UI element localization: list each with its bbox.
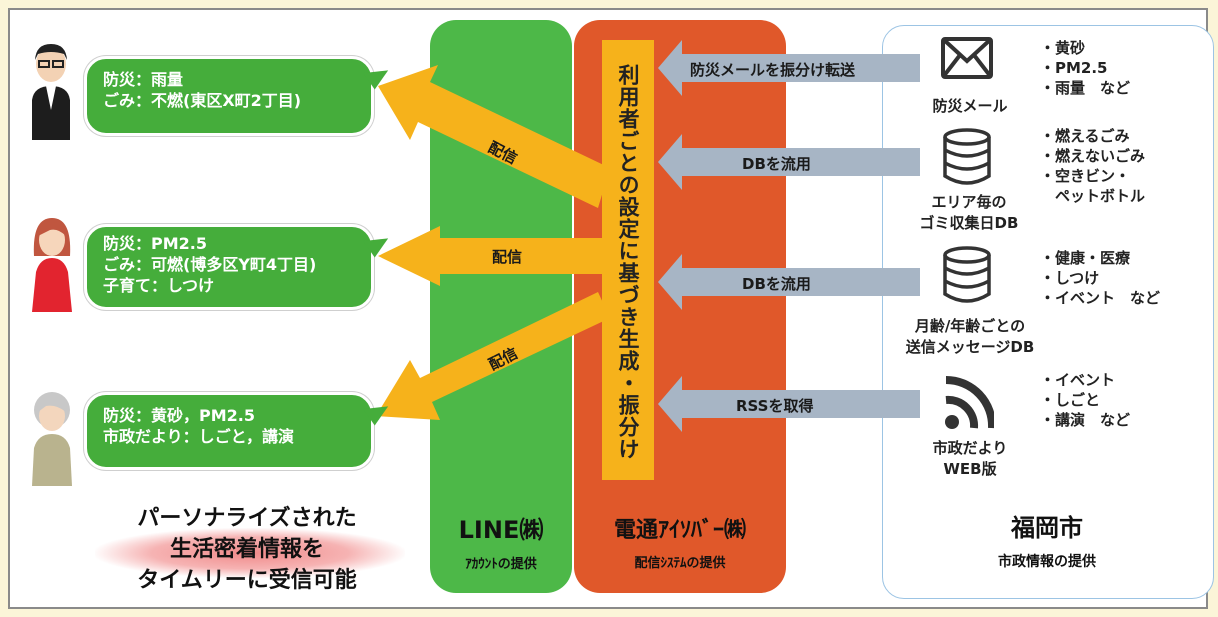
source-2-items: ・燃えるごみ ・燃えないごみ ・空きビン・ ペットボトル bbox=[1040, 126, 1145, 206]
user-3-line-2: 市政だより：しごと，講演 bbox=[103, 427, 295, 446]
deliver-label-2: 配信 bbox=[492, 248, 523, 266]
item: ・雨量 など bbox=[1040, 79, 1131, 97]
source-2-line-1: エリア毎の bbox=[931, 193, 1007, 211]
line-column-title: LINE㈱ bbox=[458, 516, 544, 544]
mail-icon bbox=[941, 37, 993, 79]
rss-icon bbox=[945, 375, 994, 429]
source-label-3: 月齢/年齢ごとの 送信メッセージDB bbox=[890, 316, 1050, 358]
source-arrow-2 bbox=[658, 134, 920, 190]
user-1-line-2: ごみ：不燃(東区X町2丁目) bbox=[103, 91, 302, 110]
source-label-1: 防災メール bbox=[912, 96, 1028, 117]
woman-avatar bbox=[32, 218, 72, 312]
city-column-subtitle: 市政情報の提供 bbox=[998, 554, 1096, 570]
item: ・イベント など bbox=[1040, 289, 1161, 307]
dentsu-column-title: 電通ｱｲｿﾊﾞｰ㈱ bbox=[613, 518, 746, 543]
elderly-avatar bbox=[32, 392, 72, 486]
user-bubble-3: 防災：黄砂，PM2.5 市政だより：しごと，講演 bbox=[84, 392, 393, 470]
line-column-title-block: LINE㈱ ｱｶｳﾝﾄの提供 bbox=[430, 510, 572, 572]
source-arrow-label-2: DBを流用 bbox=[742, 155, 811, 173]
city-column-title: 福岡市 bbox=[1011, 514, 1083, 542]
database-icon bbox=[943, 246, 991, 303]
item: ・PM2.5 bbox=[1040, 59, 1108, 77]
source-label-2: エリア毎の ゴミ収集日DB bbox=[904, 192, 1034, 234]
deliver-arrow-3 bbox=[376, 292, 610, 420]
source-4-line-1: 市政だより bbox=[932, 439, 1008, 457]
source-2-line-2: ゴミ収集日DB bbox=[919, 214, 1019, 232]
source-arrow-label-3: DBを流用 bbox=[742, 275, 811, 293]
item: ・イベント bbox=[1040, 371, 1116, 389]
source-3-line-2: 送信メッセージDB bbox=[905, 338, 1035, 356]
summary-line-2: 生活密着情報を bbox=[169, 537, 324, 562]
source-arrow-4 bbox=[658, 376, 920, 432]
item: ・しつけ bbox=[1040, 269, 1100, 287]
source-4-items: ・イベント ・しごと ・講演 など bbox=[1040, 370, 1130, 430]
dentsu-column-title-block: 電通ｱｲｿﾊﾞｰ㈱ 配信ｼｽﾃﾑの提供 bbox=[574, 512, 786, 571]
user-1-line-1: 防災：雨量 bbox=[103, 70, 184, 89]
item: ・健康・医療 bbox=[1040, 249, 1131, 267]
source-1-line-1: 防災メール bbox=[932, 97, 1008, 115]
deliver-arrow-2 bbox=[378, 226, 608, 286]
line-column-subtitle: ｱｶｳﾝﾄの提供 bbox=[465, 557, 537, 572]
summary-line-1: パーソナライズされた bbox=[137, 506, 357, 531]
item: ・しごと bbox=[1040, 391, 1101, 409]
source-arrow-label-4: RSSを取得 bbox=[736, 397, 814, 415]
item: ・燃えないごみ bbox=[1040, 147, 1146, 165]
dentsu-column-subtitle: 配信ｼｽﾃﾑの提供 bbox=[634, 556, 726, 571]
item: ペットボトル bbox=[1040, 187, 1146, 205]
database-icon bbox=[943, 128, 991, 185]
user-2-line-1: 防災：PM2.5 bbox=[103, 234, 207, 253]
user-3-line-1: 防災：黄砂，PM2.5 bbox=[103, 406, 255, 425]
businessman-avatar bbox=[32, 44, 70, 140]
summary-line-3: タイムリーに受信可能 bbox=[137, 568, 357, 593]
item: ・黄砂 bbox=[1040, 39, 1086, 57]
source-4-line-2: WEB版 bbox=[943, 460, 997, 478]
source-1-items: ・黄砂 ・PM2.5 ・雨量 など bbox=[1040, 38, 1130, 98]
item: ・空きビン・ bbox=[1040, 167, 1131, 185]
city-column bbox=[882, 25, 1214, 599]
deliver-arrow-1 bbox=[378, 65, 610, 208]
user-bubble-2: 防災：PM2.5 ごみ：可燃(博多区Y町4丁目) 子育て：しつけ bbox=[84, 224, 393, 310]
user-bubble-1: 防災：雨量 ごみ：不燃(東区X町2丁目) bbox=[84, 56, 393, 136]
summary-highlight bbox=[95, 528, 405, 578]
source-arrow-label-1: 防災メールを振分け転送 bbox=[690, 61, 856, 79]
process-text: 利用者ごとの設定に基づき生成・振分け bbox=[616, 64, 640, 460]
user-2-line-2: ごみ：可燃(博多区Y町4丁目) bbox=[103, 255, 317, 274]
item: ・講演 など bbox=[1040, 411, 1131, 429]
source-3-line-1: 月齢/年齢ごとの bbox=[914, 317, 1026, 335]
source-arrow-3 bbox=[658, 254, 920, 310]
user-2-line-3: 子育て：しつけ bbox=[103, 276, 215, 295]
source-label-4: 市政だより WEB版 bbox=[912, 438, 1028, 480]
item: ・燃えるごみ bbox=[1040, 127, 1130, 145]
summary-text: パーソナライズされた 生活密着情報を タイムリーに受信可能 bbox=[92, 503, 402, 596]
source-arrow-1 bbox=[658, 40, 920, 96]
source-3-items: ・健康・医療 ・しつけ ・イベント など bbox=[1040, 248, 1160, 308]
process-bar bbox=[602, 40, 654, 480]
city-column-title-block: 福岡市 市政情報の提供 bbox=[882, 508, 1212, 571]
